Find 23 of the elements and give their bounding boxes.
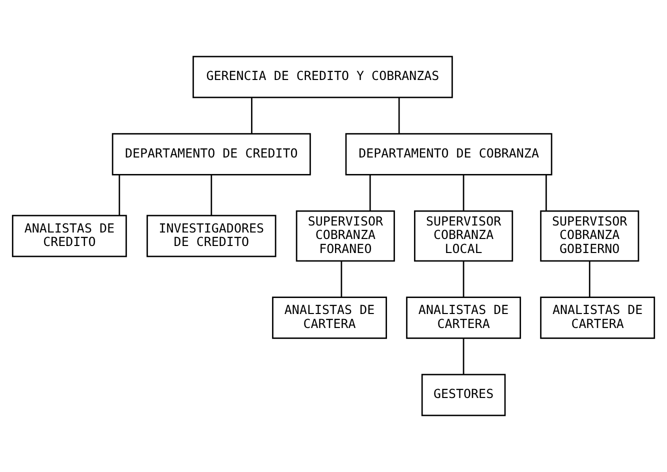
node-box: ANALISTAS DE CARTERA <box>406 296 522 339</box>
connector <box>588 261 590 298</box>
connector <box>210 174 212 216</box>
connector <box>118 174 120 216</box>
node-box: DEPARTAMENTO DE CREDITO <box>112 133 311 176</box>
connector <box>462 338 464 374</box>
node-box: SUPERVISOR COBRANZA LOCAL <box>414 210 514 262</box>
node-box: ANALISTAS DE CARTERA <box>272 296 387 339</box>
node-box: GERENCIA DE CREDITO Y COBRANZAS <box>192 56 453 98</box>
node-box: GESTORES <box>421 374 506 416</box>
node-box: SUPERVISOR COBRANZA FORANEO <box>296 210 395 262</box>
connector <box>340 261 342 298</box>
node-box: ANALISTAS DE CREDITO <box>12 214 127 258</box>
node-box: SUPERVISOR COBRANZA GOBIERNO <box>540 210 640 262</box>
connector <box>251 98 252 134</box>
connector <box>546 174 547 211</box>
connector <box>369 174 371 211</box>
node-box: ANALISTAS DE CARTERA <box>540 296 656 339</box>
node-box: INVESTIGADORES DE CREDITO <box>146 214 276 258</box>
node-box: DEPARTAMENTO DE COBRANZA <box>345 133 552 176</box>
connector <box>398 98 400 134</box>
connector <box>462 174 464 211</box>
connector <box>462 261 464 298</box>
